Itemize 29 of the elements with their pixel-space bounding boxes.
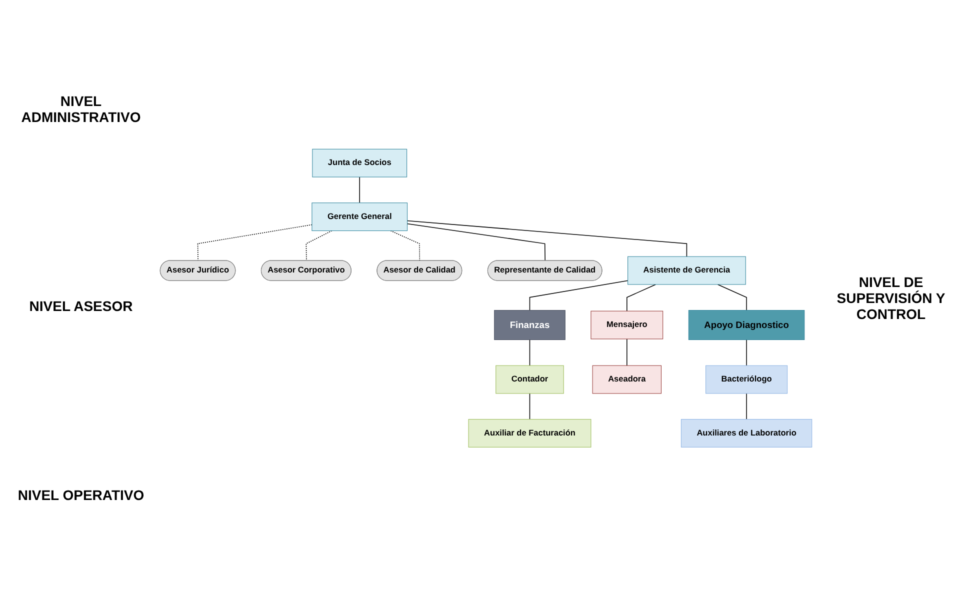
connector bbox=[197, 224, 312, 261]
node-box: Mensajero bbox=[590, 310, 664, 340]
connector bbox=[390, 230, 420, 261]
node-box: Junta de Socios bbox=[312, 148, 408, 178]
level-label: NIVEL DE SUPERVISIÓN Y CONTROL bbox=[836, 274, 946, 322]
connector bbox=[746, 392, 747, 420]
node-box: Auxiliar de Facturación bbox=[468, 418, 592, 448]
connector bbox=[529, 392, 530, 420]
connector bbox=[626, 338, 628, 366]
node-box: Finanzas bbox=[494, 310, 566, 340]
connector bbox=[746, 339, 747, 366]
node-box: Apoyo Diagnostico bbox=[688, 310, 805, 340]
level-label: NIVEL OPERATIVO bbox=[16, 487, 146, 504]
connector bbox=[359, 176, 360, 204]
level-label: NIVEL ADMINISTRATIVO bbox=[20, 92, 142, 125]
node-box: Bacteriólogo bbox=[706, 365, 788, 394]
connector bbox=[717, 284, 747, 311]
node-box: Aseadora bbox=[592, 365, 662, 394]
node-box: Contador bbox=[496, 365, 564, 394]
node-box: Gerente General bbox=[312, 202, 408, 231]
connector bbox=[406, 220, 688, 257]
node-box: Asistente de Gerencia bbox=[628, 256, 746, 285]
connector bbox=[626, 284, 656, 312]
connector bbox=[529, 280, 628, 311]
level-label: NIVEL ASESOR bbox=[28, 298, 134, 314]
connector bbox=[406, 223, 546, 261]
node-box: Auxiliares de Laboratorio bbox=[680, 418, 812, 448]
connector bbox=[306, 230, 332, 261]
connector bbox=[529, 339, 530, 366]
